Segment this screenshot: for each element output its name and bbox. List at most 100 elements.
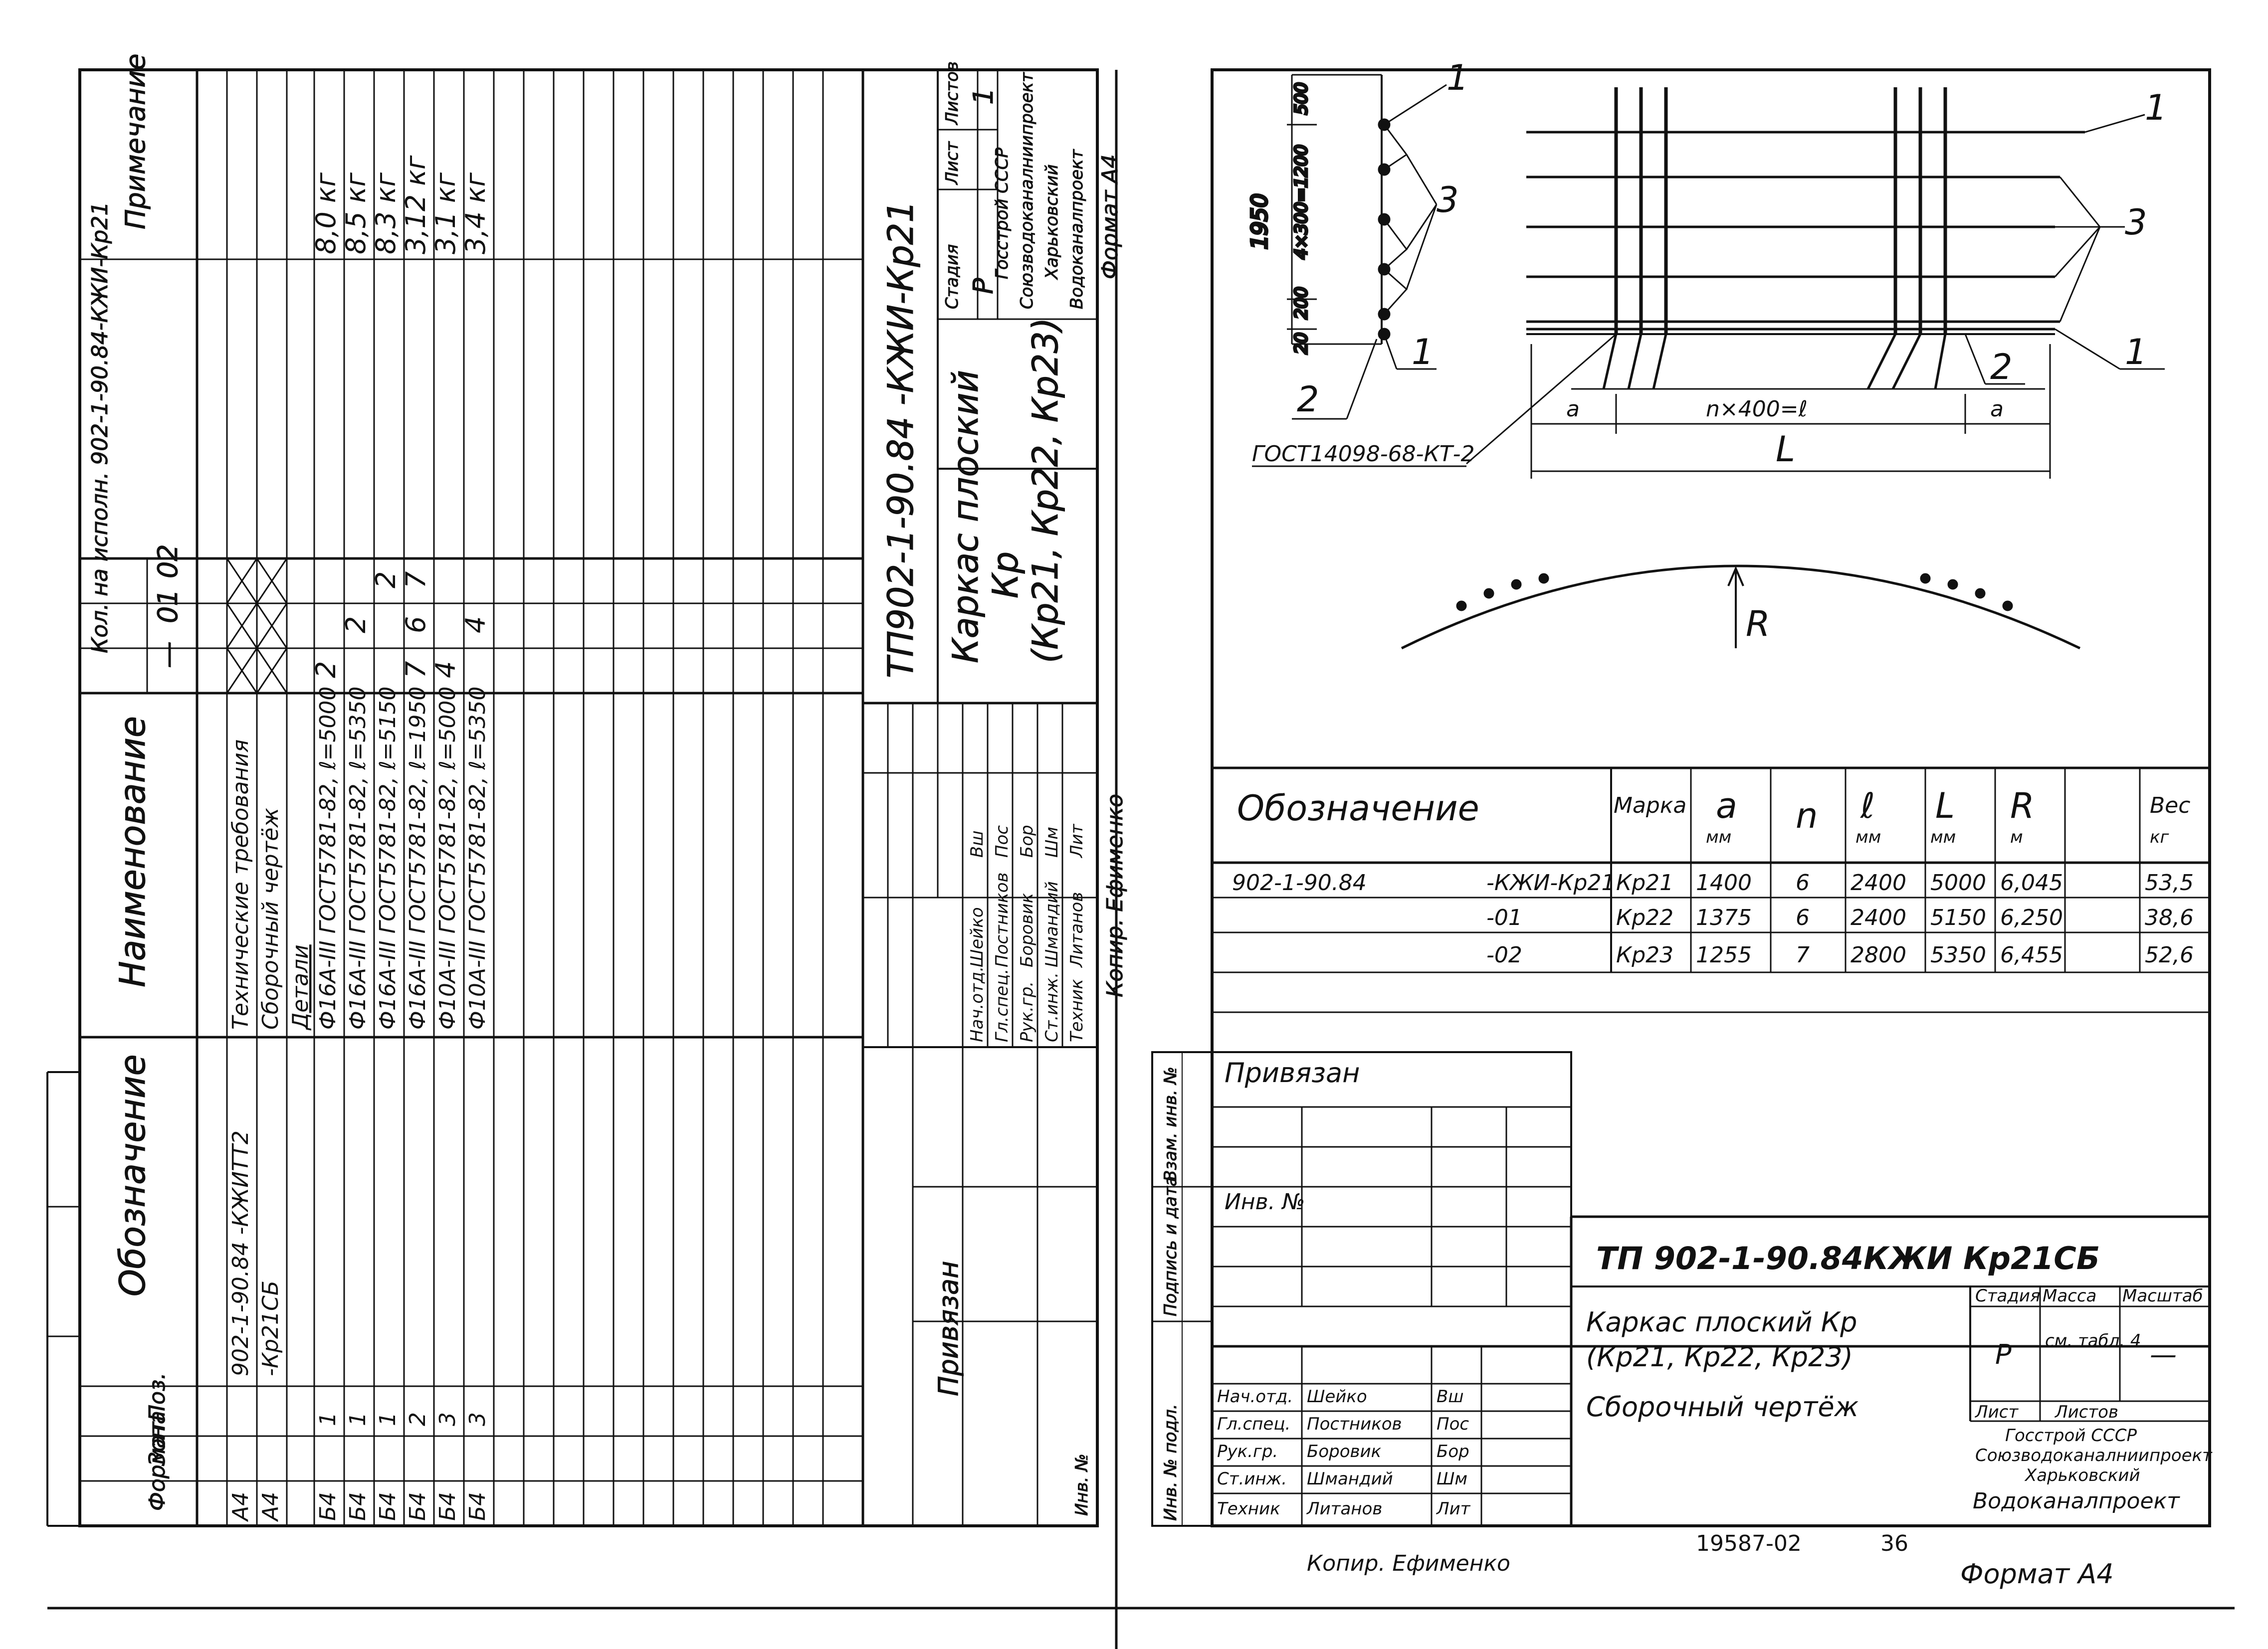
right-privyazan: Привязан <box>1225 1057 1360 1089</box>
plan-view: 1 3 1 2 ГОСТ14098-68-КТ-2 a n×400=ℓ a L <box>1252 87 2167 479</box>
spec-row-qty: 4 <box>460 616 491 633</box>
header-qty-col-3: 02 <box>152 544 184 578</box>
side-label-inv-podl: Инв. № подл. <box>1161 1404 1181 1521</box>
left-sheet: Формат Зона Поз. Обозначение Наименовани… <box>46 53 1128 1527</box>
right-title-name-1: Каркас плоский Кр <box>1586 1306 1857 1338</box>
header-qty-col-2: 01 <box>152 589 184 623</box>
spec-row-qty: 2 <box>340 616 372 633</box>
col-R-unit: м <box>2010 827 2023 847</box>
col-a: a <box>1716 785 1737 826</box>
left-sig-role: Гл.спец. <box>992 969 1012 1042</box>
left-sig-mark: Шм <box>1042 827 1062 858</box>
right-org-2: Союзводоканалниипроект <box>1975 1446 2213 1466</box>
weights-row-L: 5350 <box>1930 942 1986 968</box>
dim-L: L <box>1776 429 1795 470</box>
spec-row-format: Б4 <box>315 1492 341 1521</box>
weights-row-R: 6,045 <box>2000 870 2063 896</box>
right-stage-value: Р <box>1995 1339 2012 1370</box>
weights-row-l: 2400 <box>1851 870 1906 896</box>
weights-row-suffix: -02 <box>1486 942 1522 968</box>
spec-row-qty: 2 <box>370 571 402 588</box>
dim-a-left: a <box>1566 396 1580 422</box>
right-sig-sig: Пос <box>1437 1414 1469 1434</box>
left-stage-header: Стадия <box>942 244 962 309</box>
right-scale-header: Масштаб <box>2122 1286 2203 1306</box>
spec-row-name: Ф16А-III ГОСТ5781-82, ℓ=5000 <box>315 687 341 1030</box>
left-sheet-header: Лист <box>942 141 962 185</box>
right-sheets-header: Листов <box>2054 1402 2118 1422</box>
dim-4x300: 4×300=1200 <box>1291 145 1311 259</box>
weights-row-a: 1255 <box>1696 942 1752 968</box>
spec-row-note: 3,12 кг <box>400 155 431 254</box>
callout-3-left: 3 <box>1437 180 1459 220</box>
spec-row-name: Ф16А-III ГОСТ5781-82, ℓ=1950 <box>405 687 430 1030</box>
weights-row-suffix: -КЖИ-Кр21 <box>1486 870 1615 896</box>
spec-row-note: 3,4 кг <box>460 172 491 254</box>
callout-2-right: 2 <box>1990 347 2013 387</box>
left-sig-mark: Вш <box>967 831 987 858</box>
right-sig-name: Боровик <box>1307 1442 1382 1462</box>
dim-200: 200 <box>1291 287 1311 319</box>
spec-row-pos: 1 <box>315 1412 341 1426</box>
spec-row-cross <box>226 603 258 649</box>
spec-header: Формат Зона Поз. Обозначение Наименовани… <box>87 53 184 1511</box>
spec-row-designation: 902-1-90.84 -КЖИТТ2 <box>228 1130 253 1376</box>
header-zone: Зона <box>145 1411 170 1466</box>
dim-500: 500 <box>1291 82 1311 115</box>
spec-row-cross <box>226 648 258 694</box>
left-sig-name: Шмандий <box>1042 881 1062 967</box>
callout-3-right: 3 <box>2125 202 2147 243</box>
left-sig-mark: Лит <box>1067 823 1087 859</box>
page-number: 36 <box>1880 1531 1908 1556</box>
weights-table: Обозначение Марка a мм n ℓ мм L мм R м В… <box>1212 766 2210 1013</box>
side-label-sign-date: Подпись и дата <box>1161 1176 1181 1316</box>
left-title-block: ТП902-1-90.84 -КЖИ-Кр21 Каркас плоский К… <box>861 61 1128 1527</box>
right-sig-sig: Вш <box>1437 1387 1463 1407</box>
spec-row-name: Детали <box>288 944 313 1031</box>
spec-row-name: Ф16А-III ГОСТ5781-82, ℓ=5350 <box>345 687 371 1030</box>
left-stage-value: Р <box>968 278 999 294</box>
right-sig-role: Нач.отд. <box>1217 1387 1293 1407</box>
weights-row-R: 6,250 <box>2000 905 2063 930</box>
left-sig-name: Шейко <box>967 907 987 967</box>
header-designation: Обозначение <box>112 1054 153 1296</box>
weights-row-weight: 38,6 <box>2145 905 2194 930</box>
spec-row-format: Б4 <box>435 1492 460 1521</box>
col-weight: Вес <box>2150 793 2190 818</box>
spec-row-pos: 2 <box>405 1412 430 1426</box>
callout-1-bottom-right: 1 <box>2125 332 2147 372</box>
left-sig-mark: Бор <box>1017 825 1037 858</box>
col-L: L <box>1935 785 1955 826</box>
spec-row-name: Сборочный чертёж <box>258 808 283 1030</box>
right-copy-note: Копир. Ефименко <box>1307 1551 1510 1576</box>
weights-row-l: 2400 <box>1851 905 1906 930</box>
spec-row-qty: 7 <box>400 571 431 588</box>
left-copy-note: Копир. Ефименко <box>1102 794 1128 997</box>
right-sig-sig: Шм <box>1437 1469 1467 1489</box>
weights-row-suffix: -01 <box>1486 905 1522 930</box>
header-pos: Поз. <box>145 1373 170 1421</box>
arc-view: R <box>1401 564 2081 650</box>
right-sig-role: Техник <box>1217 1499 1280 1519</box>
col-l-unit: мм <box>1856 827 1881 847</box>
spec-row-qty: 2 <box>310 661 342 678</box>
dim-a-right: a <box>1990 396 2004 422</box>
callout-2-left: 2 <box>1297 379 1319 420</box>
spec-row-format: Б4 <box>345 1492 371 1521</box>
left-sig-name: Боровик <box>1017 893 1037 967</box>
spec-row-format: Б4 <box>375 1492 401 1521</box>
right-sig-role: Ст.инж. <box>1217 1469 1287 1489</box>
left-format: Формат А4 <box>1097 154 1123 279</box>
left-sig-mark: Пос <box>992 825 1012 858</box>
weights-row-weight: 52,6 <box>2145 942 2194 968</box>
weights-row-a: 1400 <box>1696 870 1752 896</box>
right-org-3: Харьковский <box>2024 1466 2140 1485</box>
left-sig-role: Техник <box>1067 979 1087 1042</box>
spec-row-pos: 1 <box>345 1412 371 1426</box>
spec-row-cross <box>226 558 258 604</box>
dim-1950: 1950 <box>1247 193 1272 249</box>
right-format: Формат А4 <box>1960 1558 2114 1590</box>
